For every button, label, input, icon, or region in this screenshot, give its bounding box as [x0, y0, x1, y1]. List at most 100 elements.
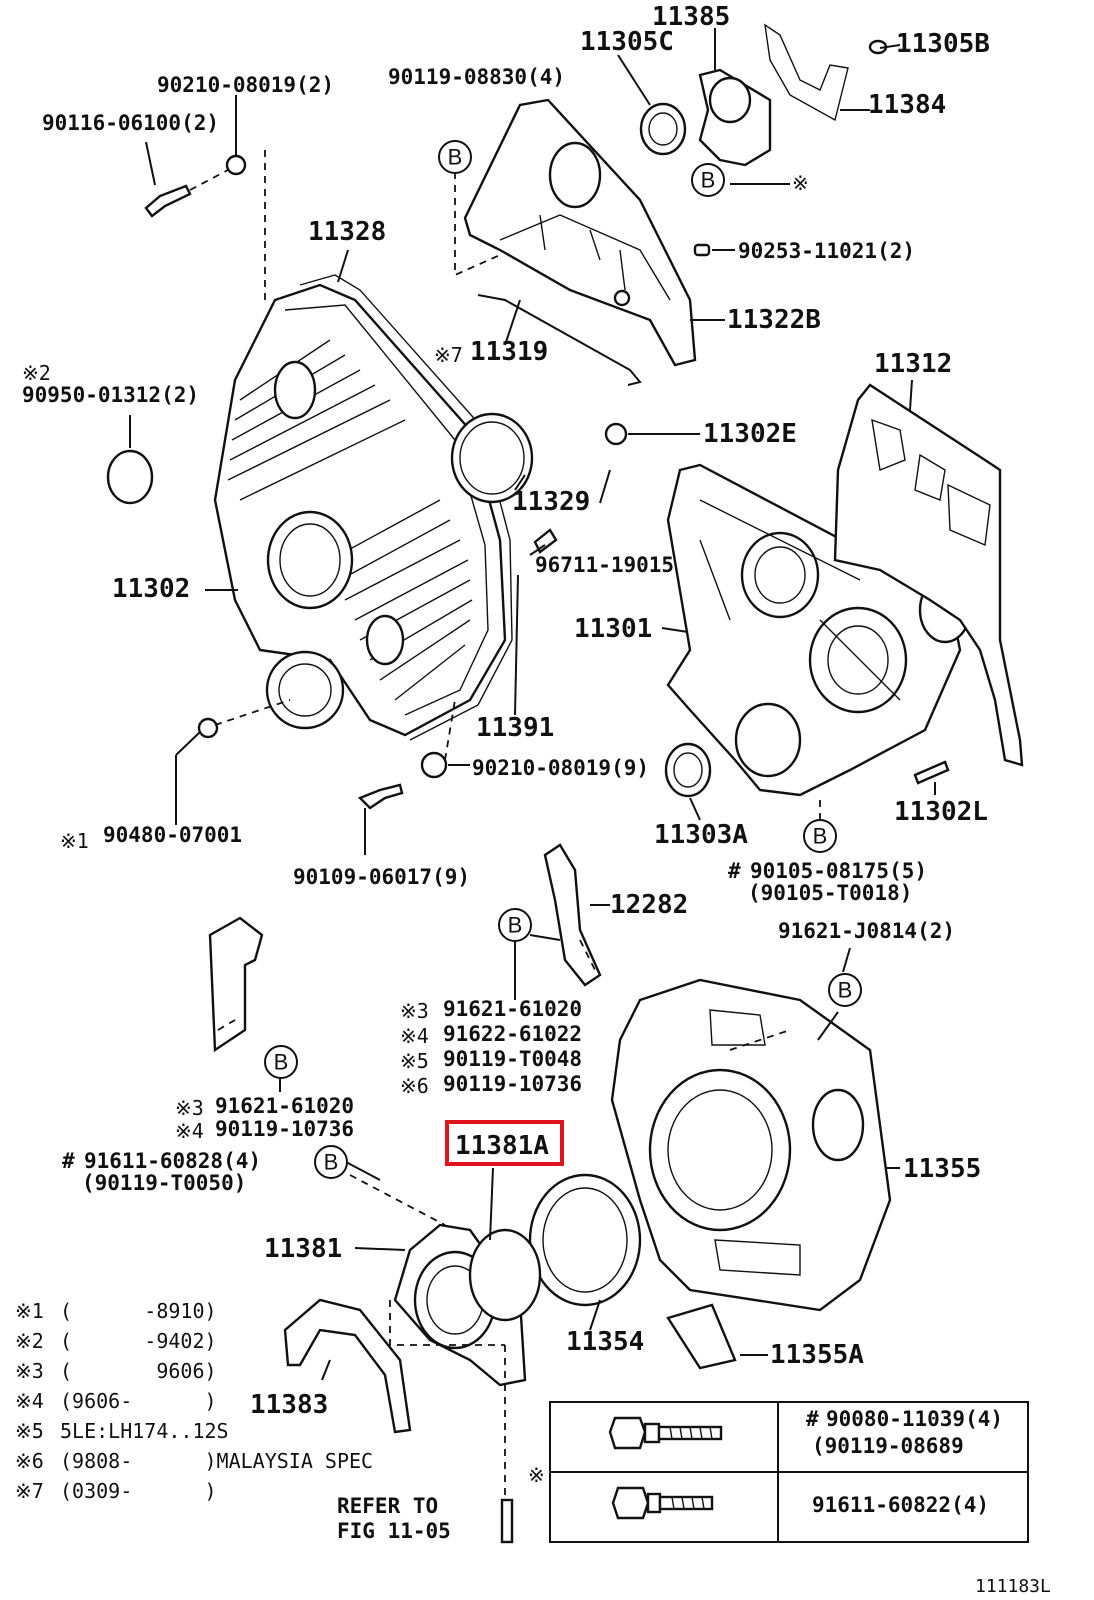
assembly-lines: [189, 150, 821, 1498]
oil-seal-11354: [528, 1173, 642, 1307]
svg-text:B: B: [274, 1050, 289, 1075]
bracket-12282: [543, 843, 602, 987]
part-label: 11302E: [703, 419, 797, 449]
part-label: 91621-61020: [443, 997, 582, 1021]
part-label: 11355: [903, 1154, 981, 1184]
note-mark: ※7: [15, 1479, 44, 1503]
part-label: 11302L: [894, 797, 988, 827]
part-label: 11391: [476, 713, 554, 743]
svg-text:B: B: [813, 824, 828, 849]
part-label: 90253-11021(2): [738, 239, 915, 263]
callout-bubble: B: [314, 1145, 348, 1179]
part-label: 90480-07001: [103, 823, 242, 847]
bracket-left: [208, 916, 264, 1053]
fasteners: [106, 154, 950, 810]
note-mark: ※4: [15, 1389, 44, 1413]
note-mark: ※5: [15, 1419, 44, 1443]
part-label: (90105-T0018): [748, 881, 912, 905]
callout-bubble: B: [498, 908, 532, 942]
part-label: 11319: [470, 337, 548, 367]
part-label: 11355A: [770, 1340, 864, 1370]
part-label: 90119-10736: [443, 1072, 582, 1096]
note-text: ( -8910): [60, 1299, 217, 1323]
upper-cover-11322B: [463, 98, 697, 367]
callout-bubble: B: [828, 973, 862, 1007]
part-label-highlighted[interactable]: 11381A: [455, 1131, 549, 1161]
note-mark: ※6: [400, 1074, 429, 1098]
svg-text:B: B: [448, 145, 463, 170]
note-mark: ※3: [175, 1096, 204, 1120]
leader-lines: [129, 28, 936, 1381]
timing-cover-11302: [213, 283, 507, 737]
part-label: 90080-11039(4): [826, 1407, 1003, 1431]
note-mark: ※1: [60, 829, 89, 853]
part-label: 11305C: [580, 27, 674, 57]
refer-line-1: REFER TO: [337, 1494, 438, 1518]
part-label: 11303A: [654, 820, 748, 850]
note-mark: ※: [528, 1463, 545, 1487]
part-label: 96711-19015: [535, 553, 674, 577]
part-label: 11301: [574, 614, 652, 644]
part-label: 11354: [566, 1327, 644, 1357]
note-mark: ※7: [434, 343, 463, 367]
part-label: 11322B: [727, 305, 821, 335]
part-label: 90119-T0048: [443, 1047, 582, 1071]
highlight-box: [445, 1120, 564, 1166]
part-label: 90119-10736: [215, 1117, 354, 1141]
end-plate-11355: [610, 978, 892, 1312]
part-label: 11328: [308, 217, 386, 247]
note-text: ( -9402): [60, 1329, 217, 1353]
callout-bubble: B: [438, 140, 472, 174]
part-label: 91621-61020: [215, 1094, 354, 1118]
pin: [500, 1498, 514, 1544]
note-mark: ※2: [15, 1329, 44, 1353]
svg-text:B: B: [701, 168, 716, 193]
part-label: 91622-61022: [443, 1022, 582, 1046]
gasket-11383: [283, 1298, 412, 1434]
note-mark: ※: [792, 171, 809, 195]
note-mark: ※3: [400, 999, 429, 1023]
part-label: 90105-08175(5): [750, 859, 927, 883]
part-label: 90210-08019(2): [157, 73, 334, 97]
part-label: 12282: [610, 890, 688, 920]
bolt-table: ※ # 90080-11039(4) (90119-08689 91611-60…: [528, 1401, 1029, 1543]
callout-bubble: B: [264, 1045, 298, 1079]
part-label: 91621-J0814(2): [778, 919, 955, 943]
note-mark: #: [806, 1407, 819, 1431]
note-mark: ※4: [400, 1024, 429, 1048]
note-mark: ※1: [15, 1299, 44, 1323]
part-label: 90116-06100(2): [42, 111, 219, 135]
part-label: 90950-01312(2): [22, 383, 199, 407]
figure-id: 111183L: [975, 1576, 1051, 1597]
note-text: ( 9606): [60, 1359, 217, 1383]
part-label: 11312: [874, 349, 952, 379]
part-label: 11381: [264, 1234, 342, 1264]
part-label: 90109-06017(9): [293, 865, 470, 889]
note-text: (0309- ): [60, 1479, 217, 1503]
part-label: 91611-60828(4): [84, 1149, 261, 1173]
refer-line-2: FIG 11-05: [337, 1519, 451, 1543]
gasket-11312: [833, 383, 1024, 767]
retainer-11381: [393, 1223, 542, 1387]
part-label: 11383: [250, 1390, 328, 1420]
retainer-11385: [639, 23, 888, 167]
notes-list: ※1( -8910)※2( -9402)※3( 9606)※4(9606- )※…: [15, 1299, 373, 1503]
note-mark: ※4: [175, 1119, 204, 1143]
wire-11319: [477, 294, 642, 386]
note-text: (9808- )MALAYSIA SPEC: [60, 1449, 373, 1473]
note-mark: ※5: [400, 1049, 429, 1073]
callout-bubble: B: [803, 819, 837, 853]
note-text: 5LE:LH174..12S: [60, 1419, 229, 1443]
part-label: 11305B: [896, 29, 990, 59]
oring-11329: [450, 412, 534, 504]
note-mark: #: [728, 859, 741, 883]
part-label: (90119-T0050): [82, 1171, 246, 1195]
note-text: (9606- ): [60, 1389, 217, 1413]
callout-bubble: B: [691, 163, 725, 197]
part-label: 90119-08830(4): [388, 65, 565, 89]
svg-text:B: B: [508, 913, 523, 938]
pad-11355A: [666, 1303, 737, 1370]
part-label: 11329: [512, 487, 590, 517]
hex-bolt-icon: [611, 1486, 714, 1520]
